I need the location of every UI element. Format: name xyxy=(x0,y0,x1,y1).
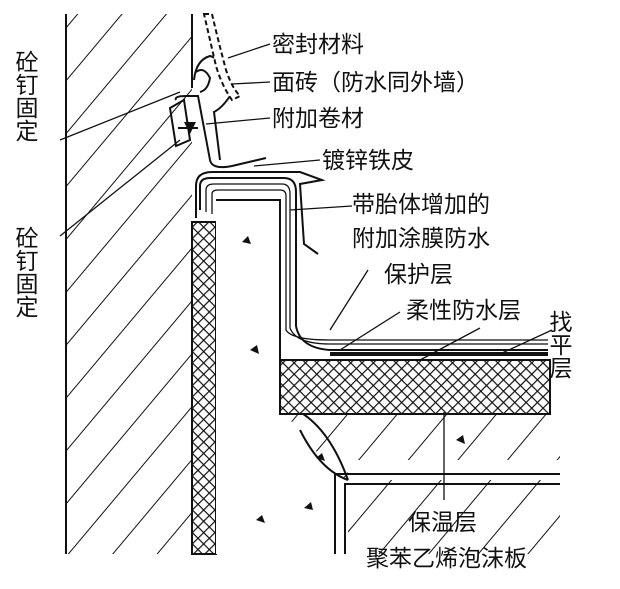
label-face-tile: 面砖（防水同外墙） xyxy=(272,70,479,96)
label-extra-membrane: 附加卷材 xyxy=(272,106,364,132)
aggregate-marks xyxy=(242,236,465,523)
nail-icon xyxy=(178,122,198,134)
roof-insulation-board xyxy=(279,359,551,415)
label-flexible-waterproof: 柔性防水层 xyxy=(406,298,521,324)
label-eps-board: 聚苯乙烯泡沫板 xyxy=(366,546,527,572)
membrane-layers xyxy=(199,177,548,356)
label-sealant: 密封材料 xyxy=(272,32,364,58)
label-nail-fix-upper: 砼钉固定 xyxy=(11,50,39,142)
label-nail-fix-lower: 砼钉固定 xyxy=(11,226,39,318)
label-coating-line1: 带胎体增加的 xyxy=(352,192,490,218)
galvanized-sheet xyxy=(195,171,326,255)
roof-slab xyxy=(280,410,560,554)
label-galvanized-sheet: 镀锌铁皮 xyxy=(322,148,414,174)
face-tile xyxy=(202,13,242,102)
wall-insulation-strip xyxy=(191,221,217,555)
label-coating-line2: 附加涂膜防水 xyxy=(352,226,490,252)
label-protection-layer: 保护层 xyxy=(384,262,453,288)
leader-lines xyxy=(59,43,553,500)
label-insulation-layer: 保温层 xyxy=(408,510,477,536)
lower-frame xyxy=(334,473,560,554)
label-leveling-layer: 找平层 xyxy=(545,310,573,379)
